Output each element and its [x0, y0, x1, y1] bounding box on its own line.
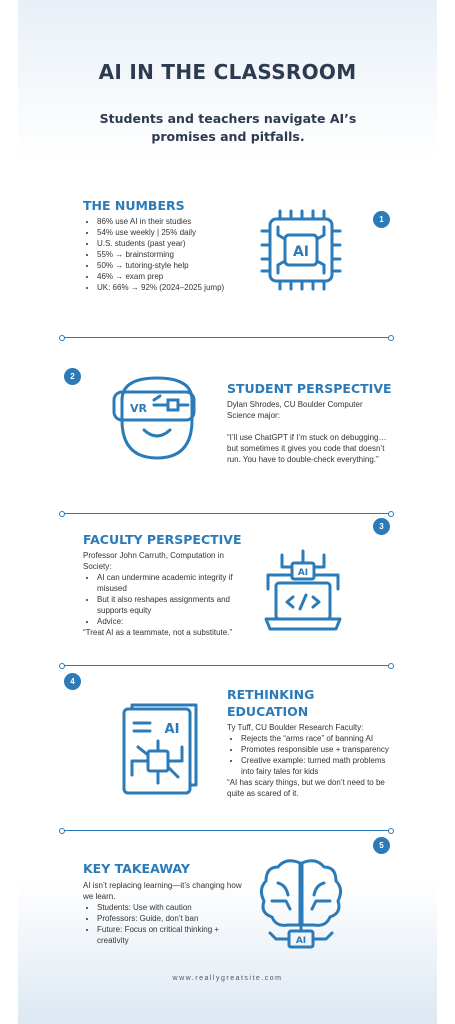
list-item: Creative example: turned math problems i… — [241, 755, 392, 777]
section-4-number-badge: 4 — [64, 673, 81, 690]
section-1-list: 86% use AI in their studies 54% use week… — [83, 216, 273, 293]
list-item: 86% use AI in their studies — [97, 216, 273, 227]
list-item: Future: Focus on critical thinking + cre… — [97, 924, 243, 946]
list-item: 55% → brainstorming — [97, 249, 273, 260]
page-subtitle: Students and teachers navigate AI’s prom… — [99, 111, 357, 144]
ai-brain-icon: AI — [259, 859, 343, 949]
ai-laptop-code-icon: AI — [264, 549, 342, 631]
svg-text:AI: AI — [165, 722, 180, 737]
vr-headset-icon: VR — [112, 376, 196, 460]
list-item: Professors: Guide, don’t ban — [97, 913, 243, 924]
svg-text:AI: AI — [293, 244, 309, 260]
list-item: Rejects the “arms race” of banning AI — [241, 733, 392, 744]
section-divider — [59, 828, 394, 834]
section-2-heading: STUDENT PERSPECTIVE — [227, 381, 392, 396]
list-item: U.S. students (past year) — [97, 238, 273, 249]
section-3-number-badge: 3 — [373, 518, 390, 535]
list-item: 54% use weekly | 25% daily — [97, 227, 273, 238]
section-divider — [59, 335, 394, 341]
section-3-body: Professor John Carruth, Computation in S… — [83, 550, 248, 638]
section-4-heading: RETHINKING EDUCATION — [227, 687, 315, 719]
list-item: Students: Use with caution — [97, 902, 243, 913]
section-1-heading: THE NUMBERS — [83, 198, 185, 213]
svg-text:AI: AI — [296, 936, 306, 946]
section-2-number-badge: 2 — [64, 368, 81, 385]
section-2-intro: Dylan Shrodes, CU Boulder Computer Scien… — [227, 400, 363, 420]
section-1-number-badge: 1 — [373, 211, 390, 228]
section-3-intro: Professor John Carruth, Computation in S… — [83, 551, 224, 571]
section-3-heading: FACULTY PERSPECTIVE — [83, 532, 242, 547]
infographic-page: AI IN THE CLASSROOM Students and teacher… — [18, 0, 437, 1024]
list-item: But it also reshapes assignments and sup… — [97, 594, 248, 616]
section-1-body: 86% use AI in their studies 54% use week… — [83, 216, 273, 293]
svg-text:VR: VR — [130, 402, 148, 415]
section-5-body: AI isn’t replacing learning—it’s changin… — [83, 880, 243, 946]
page-title: AI IN THE CLASSROOM — [98, 60, 357, 84]
section-5-intro: AI isn’t replacing learning—it’s changin… — [83, 881, 242, 901]
section-5-heading: KEY TAKEAWAY — [83, 861, 190, 876]
section-2-quote: “I’ll use ChatGPT if I’m stuck on debugg… — [227, 433, 387, 464]
list-item: AI can undermine academic integrity if m… — [97, 572, 248, 594]
list-item: UK: 66% → 92% (2024–2025 jump) — [97, 282, 273, 293]
ai-document-icon: AI — [122, 703, 198, 795]
section-4-quote: “AI has scary things, but we don’t need … — [227, 778, 385, 798]
list-item: 46% → exam prep — [97, 271, 273, 282]
ai-chip-icon: AI — [260, 209, 342, 291]
section-4-intro: Ty Tuff, CU Boulder Research Faculty: — [227, 723, 364, 732]
list-item: Promotes responsible use + transparency — [241, 744, 392, 755]
section-4-list: Rejects the “arms race” of banning AI Pr… — [227, 733, 392, 777]
section-4-body: Ty Tuff, CU Boulder Research Faculty: Re… — [227, 722, 392, 799]
section-3-list: AI can undermine academic integrity if m… — [83, 572, 248, 627]
section-5-list: Students: Use with caution Professors: G… — [83, 902, 243, 946]
section-3-quote: “Treat AI as a teammate, not a substitut… — [83, 628, 233, 637]
list-item: Advice: — [97, 616, 248, 627]
svg-text:AI: AI — [298, 568, 308, 578]
section-divider — [59, 663, 394, 669]
section-5-number-badge: 5 — [373, 837, 390, 854]
footer-website: www.reallygreatsite.com — [172, 975, 283, 982]
list-item: 50% → tutoring-style help — [97, 260, 273, 271]
section-divider — [59, 511, 394, 517]
